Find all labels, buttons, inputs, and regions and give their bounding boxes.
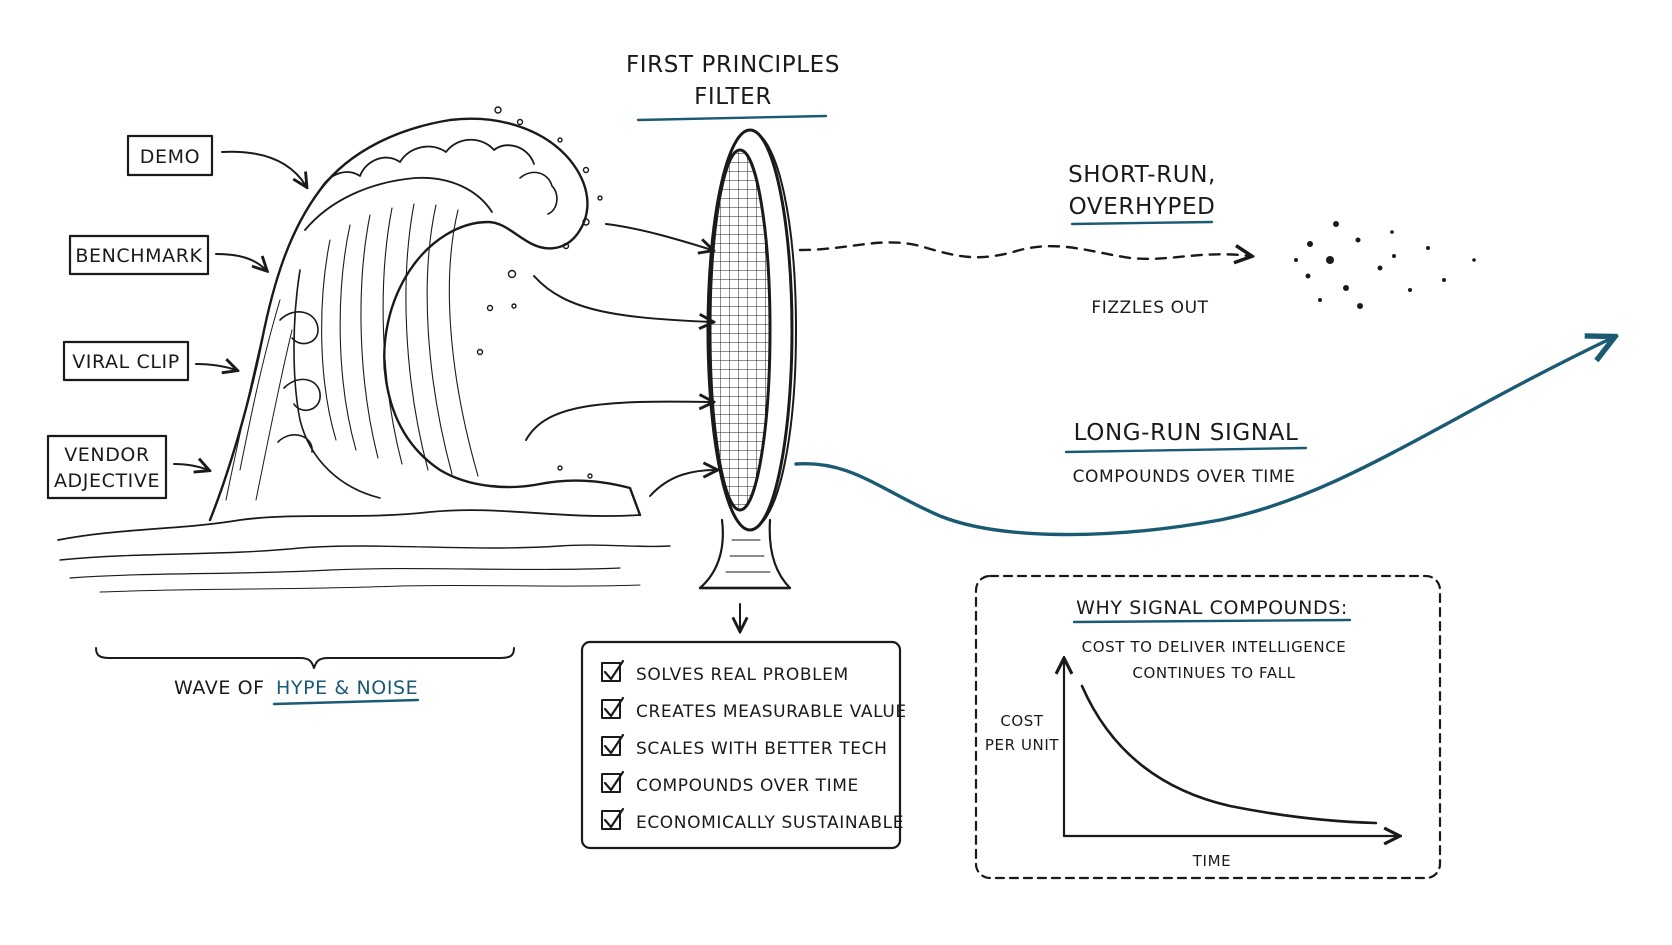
short-run-outcome: FIZZLES OUT [1091,298,1208,318]
filter-title-underline [636,114,828,122]
label-benchmark: BENCHMARK [68,234,210,276]
wave-caption-prefix: WAVE OF [174,677,265,699]
long-run-underline [1064,446,1308,454]
checkmark-icon [603,696,625,718]
why-box-xlabel: TIME [1192,852,1231,870]
label-benchmark-text: BENCHMARK [75,245,202,267]
short-run-underline [1070,220,1214,226]
arrow-vendor [173,464,208,470]
label-demo-text: DEMO [140,146,200,168]
long-run-subtitle: COMPOUNDS OVER TIME [1073,467,1296,487]
why-box-title-underline [1072,618,1352,624]
checklist-item: ECONOMICALLY SUSTAINABLE [601,807,904,833]
arrow-into-filter-2 [533,275,712,322]
label-vendor-line1: VENDOR [64,444,150,466]
checklist-item: SOLVES REAL PROBLEM [601,659,849,685]
label-viral-clip-text: VIRAL CLIP [72,351,180,373]
filter-title-line1: FIRST PRINCIPLES [626,52,840,78]
wave-illustration [57,106,671,593]
checklist-item: CREATES MEASURABLE VALUE [601,696,907,722]
short-run-line1: SHORT-RUN, [1068,162,1216,188]
checkmark-icon [603,733,625,755]
arrow-into-filter-1 [605,223,712,250]
why-box-line1: COST TO DELIVER INTELLIGENCE [1082,638,1347,656]
arrow-into-filter-3 [525,402,712,441]
long-run-signal-arrow [794,338,1612,537]
arrow-demo [221,150,306,186]
arrow-into-filter-4 [649,470,716,497]
filter-title-line2: FILTER [694,84,772,110]
wave-brace [95,647,515,669]
arrow-benchmark [215,253,266,270]
checklist-item-text: SOLVES REAL PROBLEM [636,665,849,685]
checkmark-icon [603,807,625,829]
checkmark-icon [603,770,625,792]
why-box-ylabel-line1: COST [1000,712,1044,730]
criteria-checklist: SOLVES REAL PROBLEM CREATES MEASURABLE V… [580,640,907,850]
checklist-item: SCALES WITH BETTER TECH [601,733,888,759]
why-box-title: WHY SIGNAL COMPOUNDS: [1076,597,1348,619]
long-run-title: LONG-RUN SIGNAL [1074,420,1299,446]
arrow-viral-clip [195,364,236,370]
checklist-item: COMPOUNDS OVER TIME [601,770,859,796]
why-box-line2: CONTINUES TO FALL [1132,664,1295,682]
checklist-item-text: CREATES MEASURABLE VALUE [636,702,907,722]
cost-decay-curve [1080,684,1378,825]
label-vendor-adjective: VENDOR ADJECTIVE [46,434,168,500]
first-principles-filter [698,128,797,590]
wave-caption-highlight: HYPE & NOISE [276,677,418,699]
checklist-item-text: SCALES WITH BETTER TECH [636,739,888,759]
label-viral-clip: VIRAL CLIP [62,340,190,382]
why-box-ylabel-line2: PER UNIT [985,736,1060,754]
checklist-item-text: COMPOUNDS OVER TIME [636,776,859,796]
checklist-item-text: ECONOMICALLY SUSTAINABLE [636,813,904,833]
label-demo: DEMO [126,134,214,177]
short-run-line2: OVERHYPED [1069,194,1216,220]
fizzle-dots [1294,221,1476,309]
short-run-dashed-arrow [798,241,1250,258]
checkmark-icon [603,659,625,681]
wave-caption-underline [272,698,420,706]
label-vendor-line2: ADJECTIVE [54,470,160,492]
why-signal-compounds-box: WHY SIGNAL COMPOUNDS: COST TO DELIVER IN… [974,574,1442,880]
